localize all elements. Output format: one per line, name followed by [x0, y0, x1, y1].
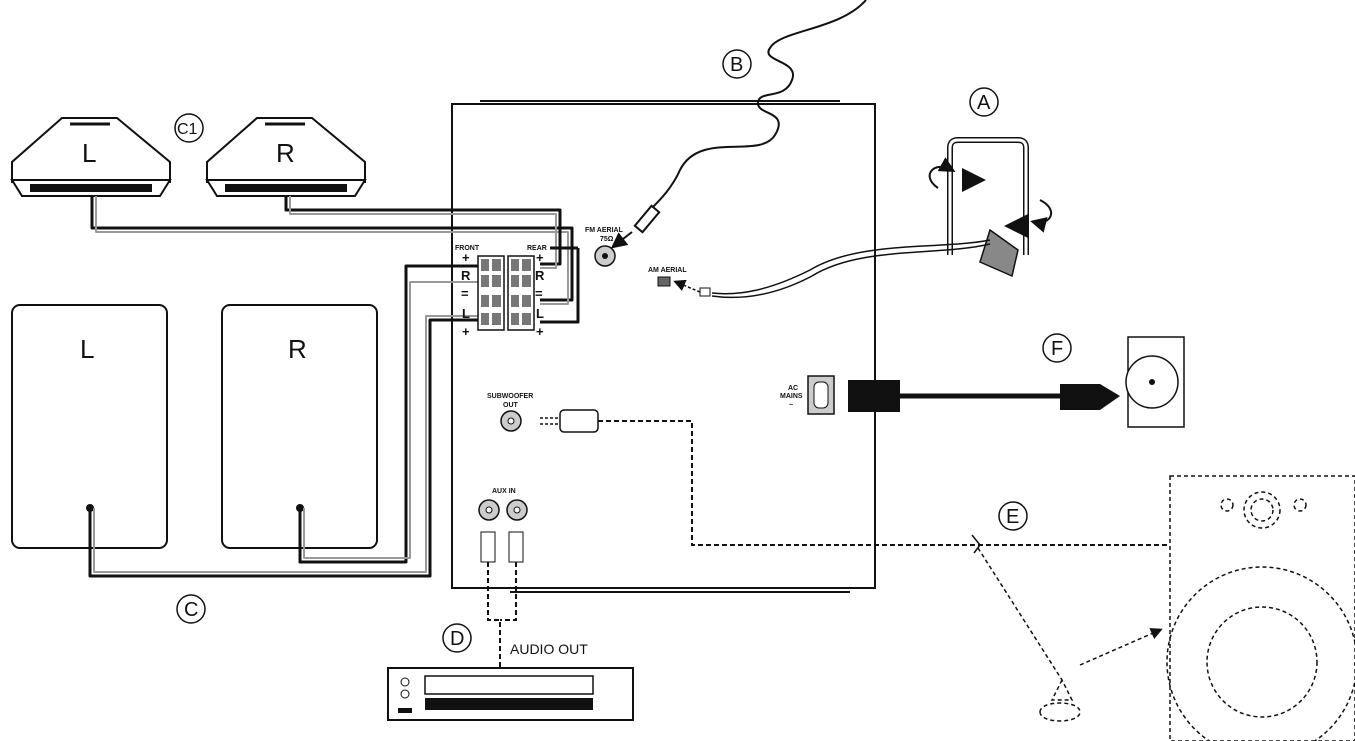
svg-text:E: E: [1006, 506, 1019, 528]
svg-text:C: C: [184, 599, 198, 621]
speaker-terminals: FRONT REAR + + R R = = L L + +: [455, 245, 547, 339]
rear-left-label: L: [80, 334, 94, 364]
svg-text:75Ω: 75Ω: [600, 236, 614, 243]
callout-D: D: [442, 623, 472, 653]
rear-right-label: R: [288, 334, 307, 364]
svg-text:R: R: [535, 268, 545, 283]
fm-aerial-wire: [610, 0, 867, 249]
svg-text:F: F: [1051, 338, 1063, 360]
subwoofer-out-socket: SUBWOOFER OUT: [487, 393, 533, 432]
main-unit-panel: [451, 100, 876, 593]
svg-text:C1: C1: [177, 121, 198, 138]
am-loop-antenna: [711, 137, 1053, 299]
svg-text:~: ~: [789, 402, 793, 409]
svg-text:AC: AC: [788, 385, 798, 392]
wireless-subwoofer: [977, 475, 1355, 741]
callout-C: C: [176, 594, 206, 624]
svg-text:A: A: [977, 92, 991, 114]
svg-text:L: L: [462, 306, 470, 321]
svg-text:SUBWOOFER: SUBWOOFER: [487, 393, 533, 400]
audio-out-label: AUDIO OUT: [510, 641, 588, 657]
svg-text:=: =: [535, 286, 543, 301]
svg-text:OUT: OUT: [503, 402, 519, 409]
svg-text:D: D: [450, 628, 464, 650]
svg-text:+: +: [462, 250, 470, 265]
power-cable: [848, 336, 1185, 428]
svg-text:MAINS: MAINS: [780, 393, 803, 400]
speaker-cables: [88, 196, 580, 578]
ac-mains-socket: AC MAINS ~: [780, 375, 835, 415]
callout-B: B: [722, 49, 752, 79]
svg-text:+: +: [536, 324, 544, 339]
front-terminals-label: FRONT: [455, 245, 480, 252]
svg-text:+: +: [536, 250, 544, 265]
svg-text:B: B: [730, 54, 743, 76]
subwoofer-cable: [540, 409, 1170, 554]
external-audio-device: [387, 667, 634, 721]
front-speaker-right: R: [205, 117, 367, 197]
callout-A: A: [969, 87, 999, 117]
callout-E: E: [998, 501, 1028, 531]
callout-C1: C1: [174, 113, 204, 143]
front-speaker-left: L: [10, 117, 172, 197]
svg-text:+: +: [462, 324, 470, 339]
svg-text:=: =: [461, 286, 469, 301]
svg-text:R: R: [461, 268, 471, 283]
rear-speaker-left: L: [11, 304, 168, 549]
aux-in-sockets: AUX IN AUDIO OUT: [478, 488, 588, 668]
rear-terminals-label: REAR: [527, 245, 547, 252]
fm-aerial-socket: FM AERIAL 75Ω: [585, 227, 624, 267]
svg-text:L: L: [536, 306, 544, 321]
svg-text:AM AERIAL: AM AERIAL: [648, 267, 687, 274]
svg-text:AUX IN: AUX IN: [492, 488, 516, 495]
callout-F: F: [1042, 333, 1072, 363]
svg-text:FM AERIAL: FM AERIAL: [585, 227, 624, 234]
am-aerial-socket: AM AERIAL: [648, 267, 711, 297]
front-left-label: L: [82, 138, 96, 168]
front-right-label: R: [276, 138, 295, 168]
